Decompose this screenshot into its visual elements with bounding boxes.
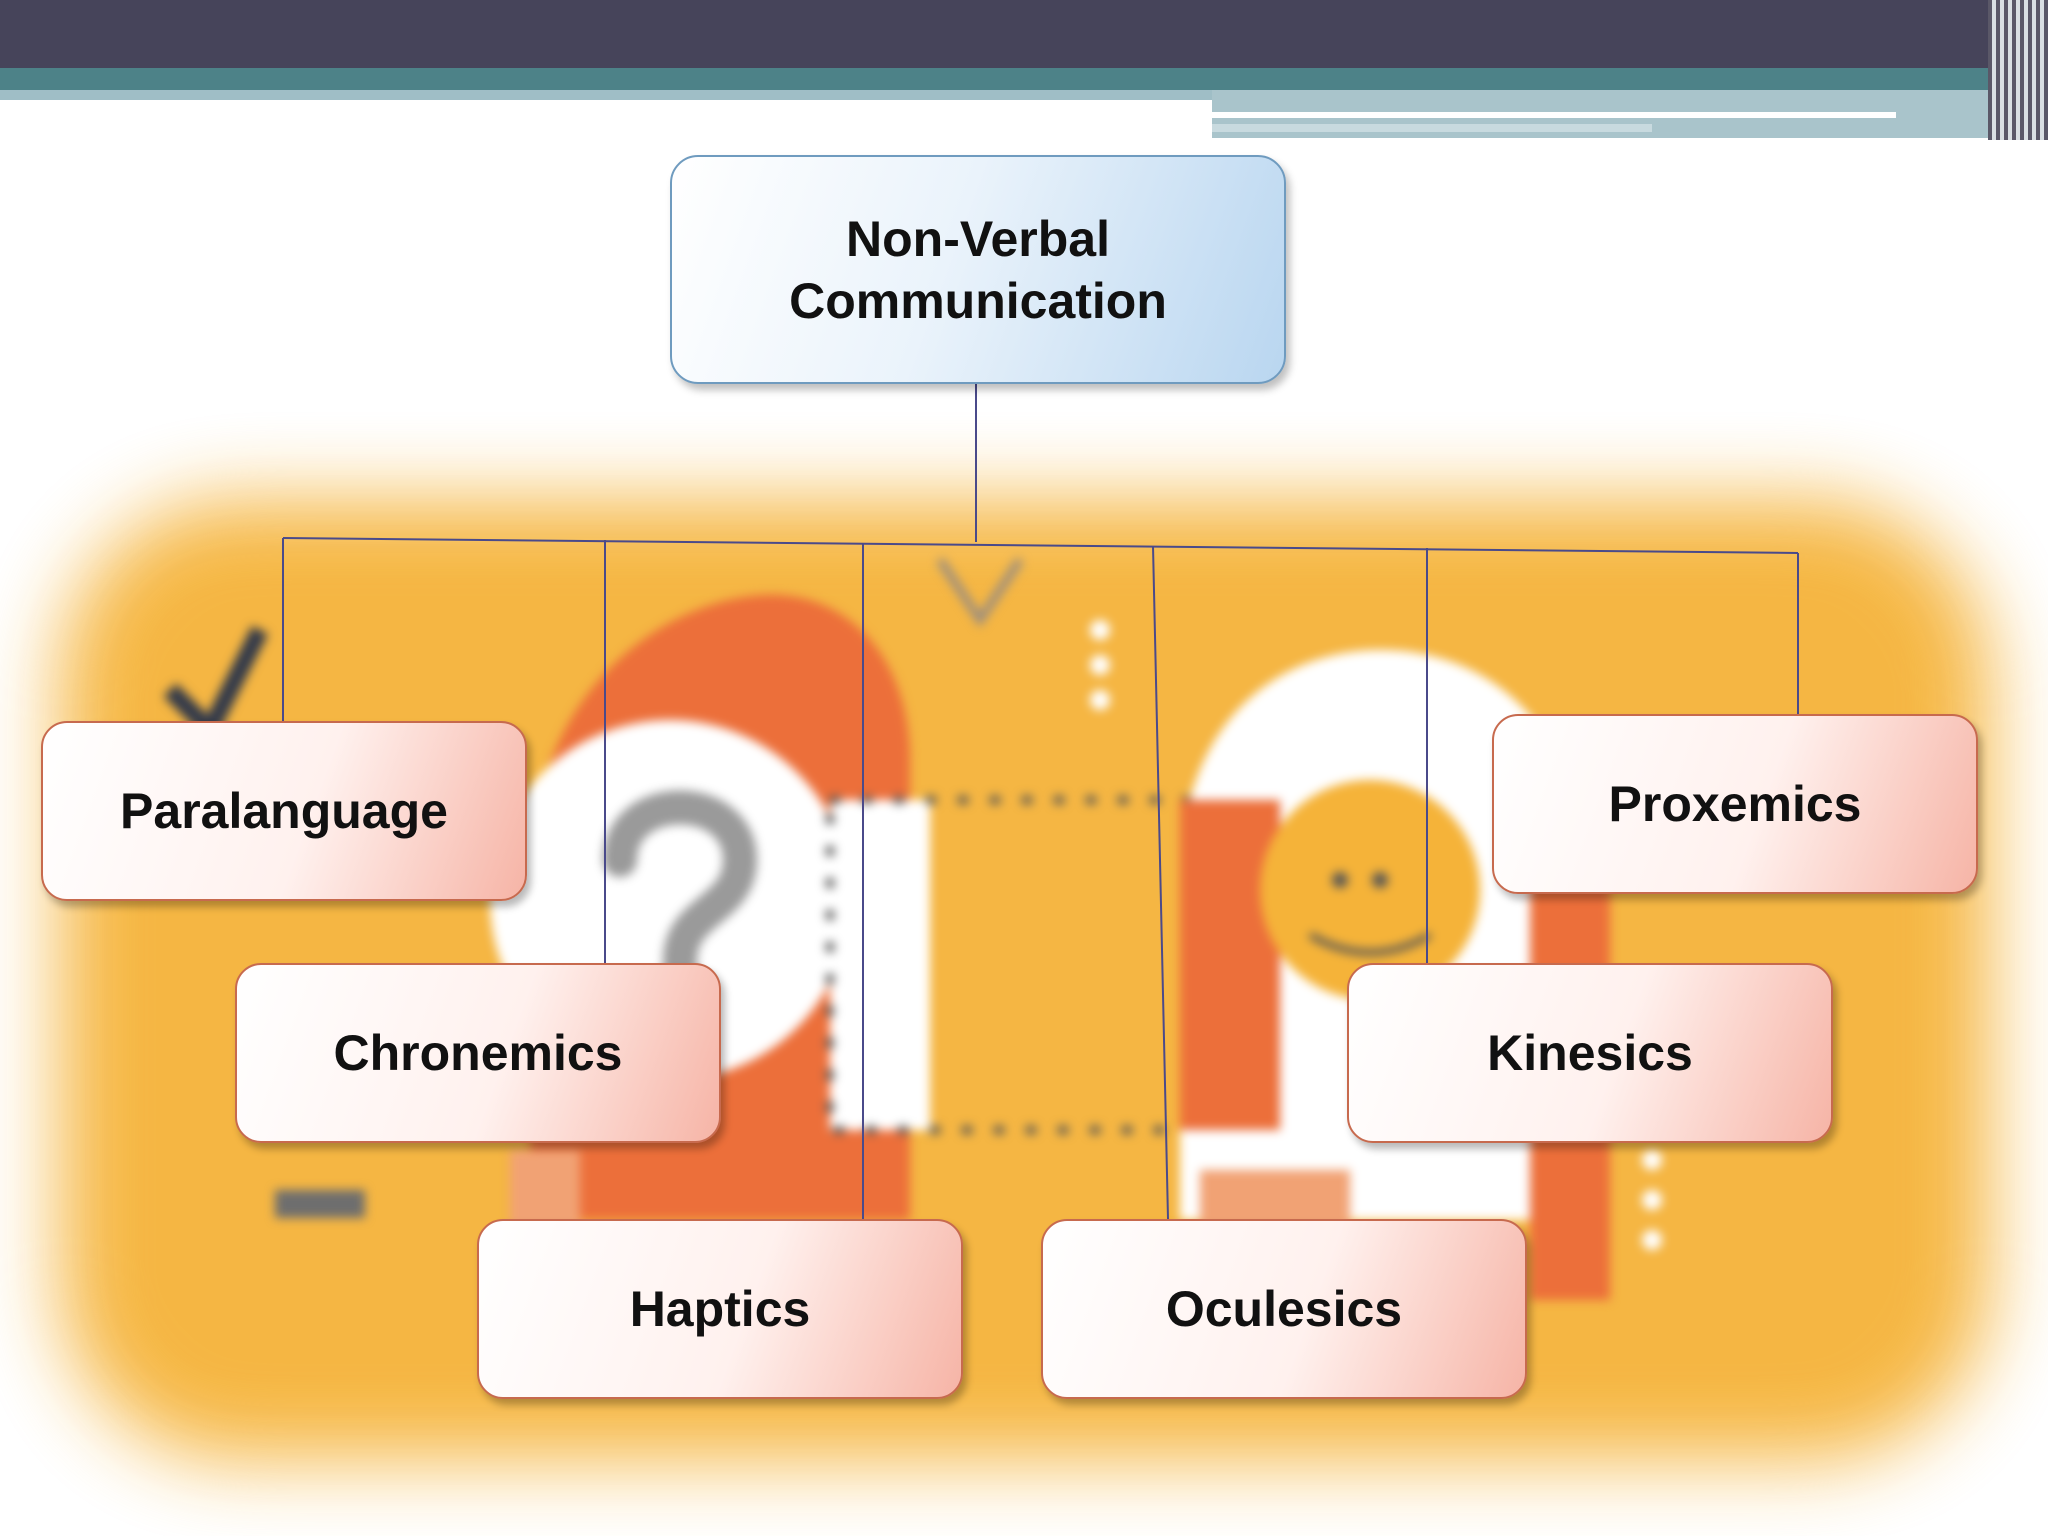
smiley-eye-left bbox=[1332, 872, 1348, 888]
node-label: Kinesics bbox=[1487, 1025, 1693, 1081]
node-label: Chronemics bbox=[333, 1025, 623, 1081]
node-label: Proxemics bbox=[1608, 776, 1862, 832]
smiley-eye-right bbox=[1372, 872, 1388, 888]
header-light-band bbox=[0, 90, 1212, 100]
header-accent-band bbox=[0, 68, 2048, 90]
node-label: Haptics bbox=[629, 1281, 811, 1337]
dot-right-3 bbox=[1642, 1230, 1662, 1250]
smiley-face-icon bbox=[1260, 780, 1480, 1000]
node-paralanguage: Paralanguage bbox=[41, 721, 527, 901]
node-oculesics: Oculesics bbox=[1041, 1219, 1527, 1399]
node-label: Oculesics bbox=[1165, 1281, 1403, 1337]
root-node-label: Non-Verbal Communication bbox=[789, 210, 1167, 329]
node-haptics: Haptics bbox=[477, 1219, 963, 1399]
header-right-line-secondary bbox=[1212, 124, 1652, 132]
node-kinesics: Kinesics bbox=[1347, 963, 1833, 1143]
dot-right-1 bbox=[1642, 1150, 1662, 1170]
chevron-down-icon bbox=[936, 557, 1024, 628]
dot-column-2 bbox=[1090, 655, 1110, 675]
dot-column-3 bbox=[1090, 690, 1110, 710]
connector-horizontal-bus bbox=[282, 537, 1799, 554]
connector-oculesics bbox=[1152, 545, 1169, 1220]
dot-column-1 bbox=[1090, 620, 1110, 640]
left-white-panel bbox=[830, 800, 930, 1130]
header-stripes bbox=[1988, 0, 2048, 140]
right-orange-panel bbox=[1180, 800, 1280, 1130]
root-node: Non-Verbal Communication bbox=[670, 155, 1286, 384]
header-right-line bbox=[1212, 112, 1896, 118]
question-mark-icon bbox=[603, 790, 758, 1037]
smiley-mouth bbox=[1308, 932, 1432, 956]
node-label: Paralanguage bbox=[120, 783, 448, 839]
dot-right-2 bbox=[1642, 1190, 1662, 1210]
node-chronemics: Chronemics bbox=[235, 963, 721, 1143]
square-dots-left bbox=[275, 1190, 365, 1218]
header-bar bbox=[0, 0, 2048, 68]
node-proxemics: Proxemics bbox=[1492, 714, 1978, 894]
